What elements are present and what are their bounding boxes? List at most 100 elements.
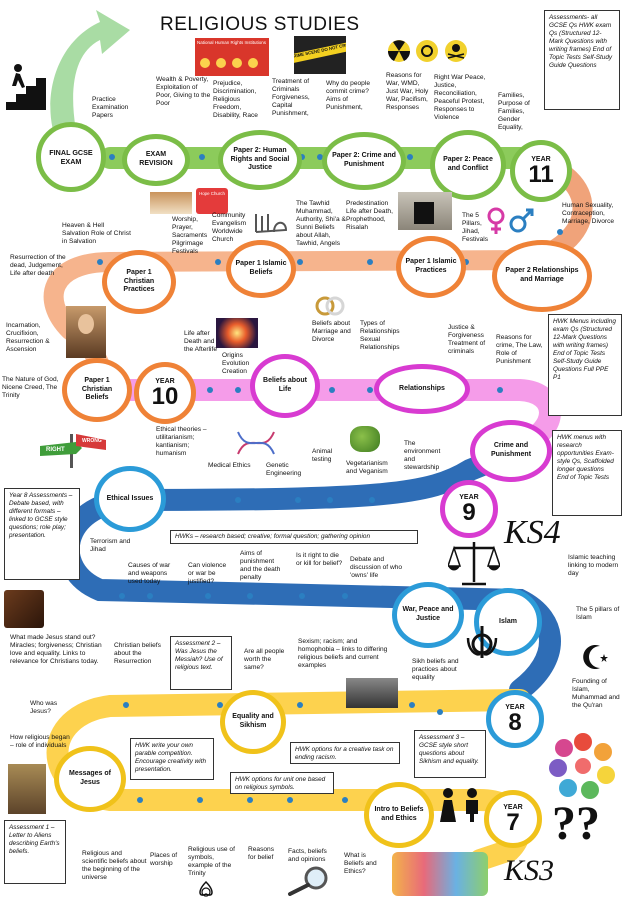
christian-beliefs-label: Paper 1 Christian Beliefs <box>81 376 113 402</box>
causes-war-label: Causes of war and weapons used today <box>128 562 171 586</box>
hope-church-logo: Hope Church <box>196 188 228 214</box>
violence-justified-label: Can violence or war be justified? <box>188 562 227 586</box>
reasons-crime-label: Reasons for crime, The Law, Role of Puni… <box>496 334 543 366</box>
messages-jesus-node[interactable]: Messages of Jesus <box>54 746 126 812</box>
human-rights-poster: National Human Rights Institutions <box>195 38 269 76</box>
islam-label: Islam <box>499 617 517 625</box>
types-relationships-label: Types of Relationships Sexual Relationsh… <box>360 320 400 352</box>
war-peace-justice-node[interactable]: War, Peace and Justice <box>392 582 464 648</box>
vegetarianism-label: Vegetarianism and Veganism <box>346 460 388 476</box>
heaven-hell-label: Heaven & Hell Salvation Role of Christ i… <box>62 222 131 246</box>
what-is-beliefs-label: What is Beliefs and Ethics? <box>344 852 377 876</box>
places-worship-label: Places of worship <box>150 852 178 868</box>
crowd-illustration <box>392 852 488 896</box>
crime-and-punishment-label: Crime and Punishment <box>490 442 532 458</box>
terrorism-label: Terrorism and Jihad <box>90 538 131 554</box>
five-pillars-islam-label: The 5 pillars of Islam <box>576 606 620 622</box>
prophet-painting <box>8 764 46 814</box>
intro-beliefs-node[interactable]: Intro to Beliefs and Ethics <box>364 782 434 848</box>
christian-beliefs-node[interactable]: Paper 1 Christian Beliefs <box>62 358 132 422</box>
worship-label: Worship, Prayer, Sacraments Pilgrimage F… <box>172 216 208 256</box>
equality-sikhism-label: Equality and Sikhism <box>232 713 274 729</box>
hwk-creative-box: HWK options for a creative task on endin… <box>290 742 400 764</box>
relationships-label: Relationships <box>399 384 445 392</box>
ethical-theories-label: Ethical theories – utilitarianism; kanti… <box>156 426 207 458</box>
christian-practices-node[interactable]: Paper 1 Christian Practices <box>102 250 176 314</box>
crime-punishment-y11-node[interactable]: Paper 2: Crime and Punishment <box>322 132 406 190</box>
islam-node[interactable]: Islam <box>474 588 542 656</box>
jesus-portrait <box>66 306 106 358</box>
medical-ethics-label: Medical Ethics <box>208 462 251 469</box>
year-label: YEAR <box>155 377 175 385</box>
predestination-label: Predestination Life after Death, Prophet… <box>346 200 393 232</box>
peace-conflict-label: Paper 2: Peace and Conflict <box>443 156 493 172</box>
prejudice-label: Prejudice, Discrimination, Religious Fre… <box>213 80 258 120</box>
poster-caption: National Human Rights Institutions <box>197 40 267 45</box>
dna-helix-icon <box>236 428 276 458</box>
exam-revision-node[interactable]: EXAM REVISION <box>122 134 190 186</box>
ethical-issues-node[interactable]: Ethical Issues <box>94 466 166 532</box>
magnifying-glass-icon <box>286 866 330 896</box>
ks3-label: KS3 <box>504 854 555 887</box>
why-crime-label: Why do people commit crime? Aims of Puni… <box>326 80 370 112</box>
islamic-beliefs-node[interactable]: Paper 1 Islamic Beliefs <box>226 240 296 298</box>
big-bang-image <box>216 318 258 348</box>
prayer-books-image <box>150 192 192 214</box>
who-jesus-label: Who was Jesus? <box>30 700 58 716</box>
origins-label: Origins Evolution Creation <box>222 352 250 376</box>
what-made-jesus-label: What made Jesus stand out? Miracles; for… <box>10 634 102 666</box>
relationships-marriage-node[interactable]: Paper 2 Relationships and Marriage <box>492 240 592 312</box>
peace-conflict-node[interactable]: Paper 2: Peace and Conflict <box>430 130 506 200</box>
arrow-icon <box>50 10 130 150</box>
tawhid-label: The Tawhid Muhammad, Authority, Shi'a & … <box>296 200 346 248</box>
year-label: YEAR <box>505 703 525 711</box>
ethical-issues-label: Ethical Issues <box>106 494 154 502</box>
year-label: YEAR <box>503 803 523 811</box>
human-rights-node[interactable]: Paper 2: Human Rights and Social Justice <box>218 130 302 190</box>
kaaba-image <box>398 192 452 230</box>
religious-scientific-label: Religious and scientific beliefs about t… <box>82 850 147 882</box>
treatment-criminals-label: Treatment of Criminals Forgiveness, Capi… <box>272 78 310 118</box>
equality-sikhism-node[interactable]: Equality and Sikhism <box>220 690 286 754</box>
crime-and-punishment-node[interactable]: Crime and Punishment <box>470 420 552 482</box>
people-icons <box>436 786 486 824</box>
islamic-practices-node[interactable]: Paper 1 Islamic Practices <box>396 236 466 298</box>
wedding-rings-image <box>312 296 348 316</box>
year8-assessments-box: Year 8 Assessments – Debate based, with … <box>4 488 80 580</box>
page-title: RELIGIOUS STUDIES <box>160 14 360 35</box>
final-exam-node[interactable]: FINAL GCSE EXAM <box>36 122 106 192</box>
year-number: 9 <box>462 498 476 526</box>
all-equal-label: Are all people worth the same? <box>244 648 285 672</box>
war-peace-justice-label: War, Peace and Justice <box>402 606 454 622</box>
assessment-1-box: Assessment 1 – Letter to Aliens describi… <box>4 820 66 884</box>
crime-scene-tape: CRIME SCENE DO NOT CROSS <box>294 36 346 74</box>
founding-islam-label: Founding of Islam, Muhammad and the Qu'r… <box>572 678 620 710</box>
five-pillars-jihad-label: The 5 Pillars, Jihad, Festivals <box>462 212 489 244</box>
right-sign-text: RIGHT <box>46 447 65 453</box>
nature-god-label: The Nature of God, Nicene Creed, The Tri… <box>2 376 59 400</box>
assessment-2-box: Assessment 2 – Was Jesus the Messiah? Us… <box>170 636 232 690</box>
aims-punishment-label: Aims of punishment and the death penalty <box>240 550 281 582</box>
relationships-node[interactable]: Relationships <box>374 364 470 414</box>
trinity-knot-icon <box>196 880 216 900</box>
justice-forgiveness-label: Justice & Forgiveness Treatment of crimi… <box>448 324 486 356</box>
reasons-belief-label: Reasons for belief <box>248 846 275 862</box>
war-symbols-icons <box>386 38 470 64</box>
hwk-symbols-box: HWK options for unit one based on religi… <box>230 772 334 794</box>
beliefs-about-life-node[interactable]: Beliefs about Life <box>250 354 320 418</box>
scales-justice-icon <box>448 540 500 586</box>
debate-life-label: Debate and discussion of who 'owns' life <box>350 556 403 580</box>
sexism-label: Sexism; racism; and homophobia – links t… <box>298 638 388 670</box>
beliefs-marriage-label: Beliefs about Marriage and Divorce <box>312 320 351 344</box>
incarnation-label: Incarnation, Crucifixion, Resurrection &… <box>6 322 50 354</box>
right-to-die-label: Is it right to die or kill for belief? <box>296 552 343 568</box>
genetic-engineering-label: Genetic Engineering <box>266 462 302 478</box>
families-label: Families, Purpose of Families, Gender Eq… <box>498 92 530 132</box>
right-wrong-sign: RIGHT WRONG <box>36 428 108 468</box>
crime-punishment-y11-label: Paper 2: Crime and Punishment <box>332 152 396 168</box>
year-label: YEAR <box>459 493 479 501</box>
